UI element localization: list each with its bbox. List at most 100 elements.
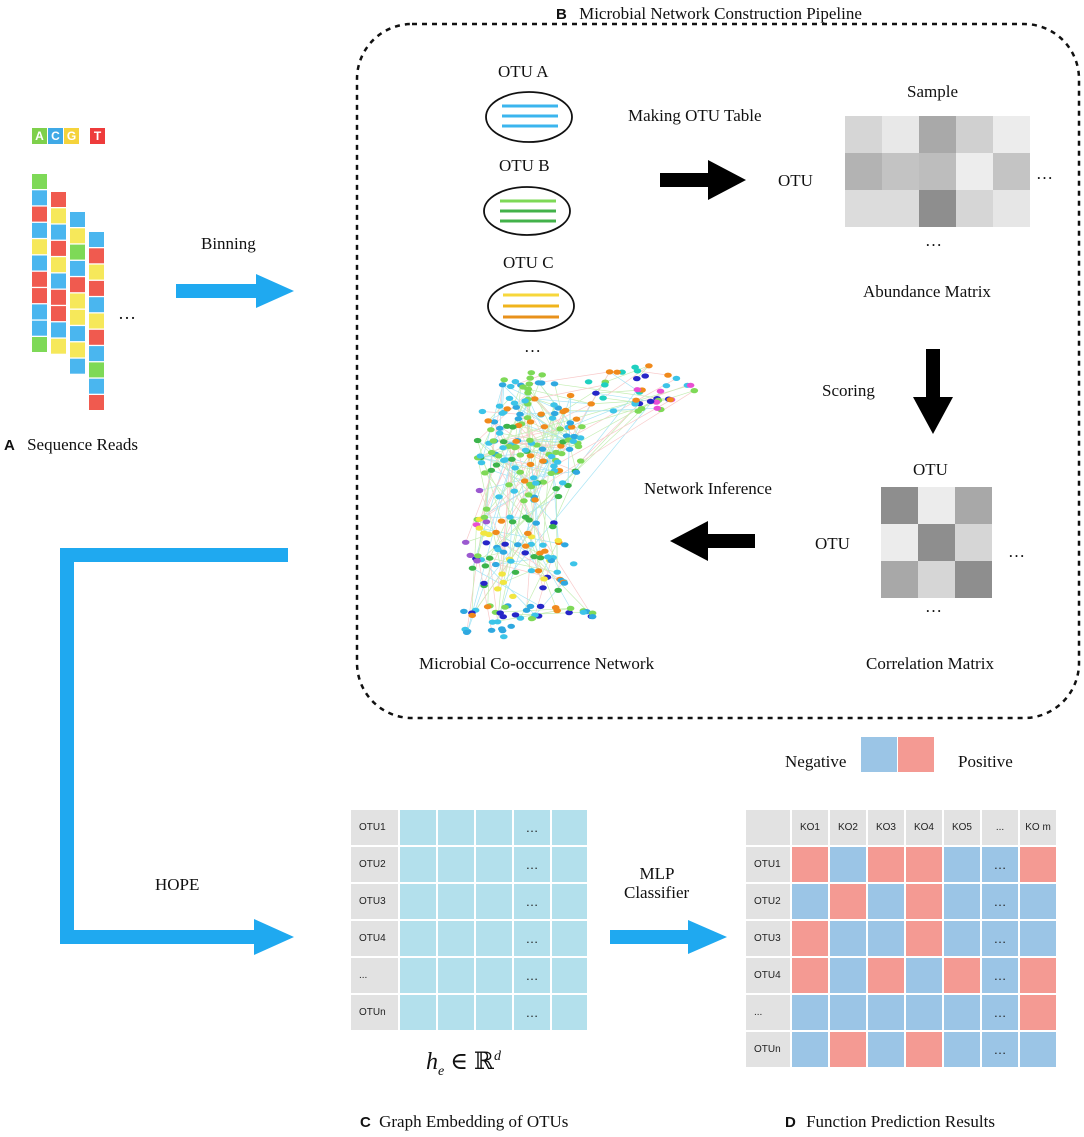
network-edge <box>514 442 578 448</box>
network-node <box>552 449 560 455</box>
network-node <box>509 424 517 430</box>
function-corner-cell <box>744 808 792 847</box>
network-node <box>505 395 514 401</box>
embedding-row: OTUn… <box>349 993 589 1032</box>
network-edge <box>502 500 525 583</box>
correlation-cell <box>881 524 918 561</box>
embedding-cell <box>474 845 514 884</box>
function-column-header: KO3 <box>866 808 906 847</box>
network-edge <box>528 383 562 447</box>
network-node <box>664 372 672 378</box>
network-edge <box>510 374 543 387</box>
network-node <box>536 603 545 610</box>
network-node <box>599 395 607 401</box>
embedding-row: OTU3… <box>349 882 589 921</box>
network-node <box>536 555 545 561</box>
function-ellipsis-cell: … <box>980 956 1020 995</box>
abundance-cell <box>882 190 919 227</box>
panel-a-title: Sequence Reads <box>27 435 139 454</box>
positive-cell <box>828 882 868 921</box>
abundance-cell <box>919 153 956 190</box>
correlation-cell <box>955 487 992 524</box>
read-base-square <box>51 192 66 207</box>
network-node <box>492 529 500 536</box>
embedding-cell <box>436 882 476 921</box>
panel-b-title: Microbial Network Construction Pipeline <box>579 4 862 23</box>
function-column-header: KO2 <box>828 808 868 847</box>
embedding-cell <box>398 956 438 995</box>
network-node <box>526 419 535 425</box>
network-node <box>534 380 543 386</box>
network-edge <box>527 392 538 483</box>
negative-cell <box>790 993 830 1032</box>
network-node <box>537 411 545 417</box>
network-node <box>526 453 535 459</box>
positive-cell <box>1018 845 1058 884</box>
function-row: OTU4… <box>744 956 1058 995</box>
network-node <box>482 540 491 546</box>
network-node <box>524 386 533 392</box>
network-node <box>547 453 556 460</box>
network-edge <box>535 426 545 484</box>
base-letter-c: C <box>48 128 63 144</box>
network-node <box>561 407 570 413</box>
function-row: OTU3… <box>744 919 1058 958</box>
network-edge <box>491 469 525 482</box>
function-row-label: OTUn <box>744 1030 792 1069</box>
embedding-cell <box>398 845 438 884</box>
network-edge <box>525 384 605 402</box>
network-node <box>514 416 523 422</box>
embedding-cell <box>550 993 589 1032</box>
network-node <box>672 375 681 381</box>
abundance-cell <box>993 153 1030 190</box>
network-edge <box>542 418 553 546</box>
read-base-square <box>32 174 47 189</box>
negative-cell <box>866 1030 906 1069</box>
abundance-cell <box>919 116 956 153</box>
network-edge <box>477 482 538 520</box>
read-base-square <box>70 293 85 309</box>
function-row-label: OTU1 <box>744 845 792 884</box>
read-base-square <box>32 288 47 304</box>
network-edge <box>477 457 503 575</box>
read-base-square <box>51 289 66 305</box>
network-edge <box>477 429 492 458</box>
network-node <box>508 519 517 525</box>
network-node <box>553 569 562 575</box>
positive-cell <box>904 919 944 958</box>
network-edge <box>533 456 552 498</box>
abundance-otu-label: OTU <box>778 171 813 190</box>
network-node <box>501 604 509 610</box>
embedding-cell: … <box>512 993 552 1032</box>
legend-negative-label: Negative <box>785 752 847 771</box>
network-node <box>572 416 581 422</box>
network-node <box>566 420 575 426</box>
network-edge <box>479 490 510 560</box>
negative-cell <box>790 1030 830 1069</box>
legend-positive-label: Positive <box>958 752 1013 771</box>
network-edge <box>480 457 535 557</box>
network-edge <box>595 392 651 402</box>
co-occurrence-network-graphic <box>460 363 699 640</box>
network-node <box>481 470 489 476</box>
network-edge <box>529 428 561 441</box>
network-node <box>500 634 508 640</box>
panel-d-title: Function Prediction Results <box>806 1112 995 1131</box>
network-node <box>481 563 490 569</box>
abundance-cell <box>993 190 1030 227</box>
network-node <box>466 552 475 559</box>
network-node <box>569 438 578 444</box>
network-edge <box>526 399 529 452</box>
panel-a-caption: A Sequence Reads <box>4 436 138 453</box>
network-node <box>475 487 484 494</box>
function-ellipsis-cell: … <box>980 882 1020 921</box>
network-node <box>592 390 600 396</box>
read-base-square <box>32 222 47 238</box>
abundance-cell <box>919 190 956 227</box>
scoring-label: Scoring <box>822 381 875 400</box>
network-node <box>512 444 520 450</box>
embedding-cell: … <box>512 956 552 995</box>
network-node <box>532 520 540 526</box>
corr-rows-more: … <box>925 597 942 616</box>
